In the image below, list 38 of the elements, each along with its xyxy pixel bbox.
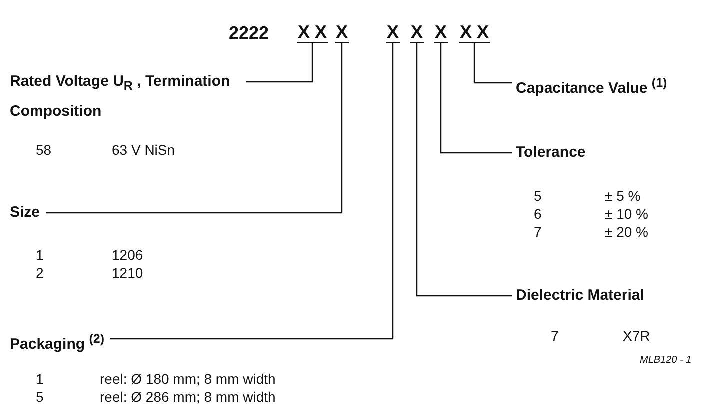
code-value: 6 <box>534 205 542 223</box>
value-description: reel: Ø 180 mm; 8 mm width <box>100 370 276 388</box>
value-description: X7R <box>623 327 650 345</box>
code-value: 58 <box>36 141 52 159</box>
code-digit: X <box>410 22 424 43</box>
code-value: 7 <box>534 223 542 241</box>
value-description: 1210 <box>112 264 144 282</box>
code-digit: X <box>386 22 400 43</box>
value-description: 63 V NiSn <box>112 141 176 159</box>
code-digit: X <box>434 22 448 43</box>
value-description: ± 5 % <box>605 187 641 205</box>
code-digits: X X <box>459 22 490 43</box>
field-heading: Size <box>10 200 40 226</box>
code-prefix: 2222 <box>228 23 270 43</box>
leader-line <box>416 43 512 297</box>
field-heading: Packaging $^{(2)}$ <box>10 326 104 358</box>
code-value: 7 <box>551 327 559 345</box>
value-description: 1206 <box>112 246 144 264</box>
value-description: ± 20 % <box>605 223 648 241</box>
code-value: 2 <box>36 264 44 282</box>
leader-line <box>110 43 394 340</box>
code-value: 1 <box>36 370 44 388</box>
field-heading: Capacitance Value $^{(1)}$ <box>516 70 668 102</box>
code-digits: X X <box>297 22 328 43</box>
field-heading: Rated Voltage U$_{R}$ , Termination Composition <box>10 69 240 125</box>
leader-line <box>440 43 512 154</box>
leader-line <box>46 43 343 214</box>
field-heading: Tolerance <box>516 140 586 166</box>
value-description: ± 10 % <box>605 205 648 223</box>
leader-line <box>246 43 314 83</box>
code-value: 1 <box>36 246 44 264</box>
drawing-code: MLB120 - 1 <box>640 355 692 366</box>
value-description: reel: Ø 286 mm; 8 mm width <box>100 388 276 406</box>
code-digit: X <box>335 22 350 43</box>
code-value: 5 <box>36 388 44 406</box>
code-value: 5 <box>534 187 542 205</box>
field-heading: Dielectric Material <box>516 283 644 309</box>
leader-line <box>474 43 512 84</box>
